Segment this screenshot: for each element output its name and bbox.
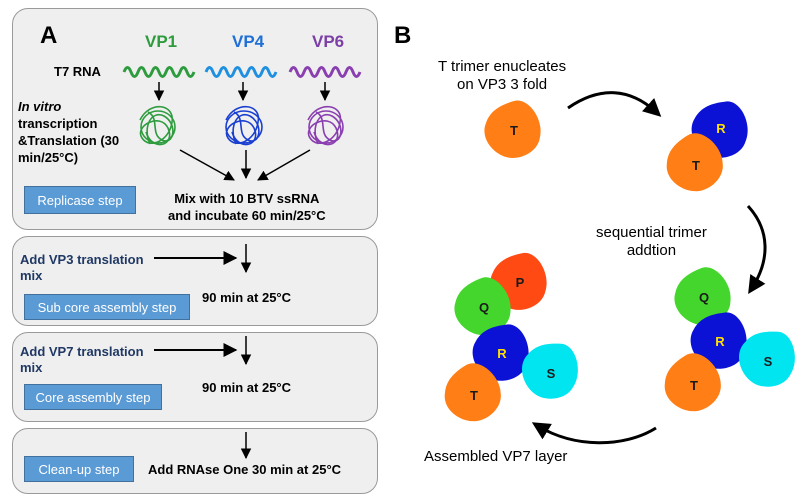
caption-enucleates-line2: on VP3 3 fold <box>457 76 548 93</box>
caption-enucleates: T trimer enucleates on VP3 3 fold <box>438 58 566 94</box>
vp4-protein-tangle <box>225 105 263 146</box>
vp1-label: VP1 <box>145 32 178 51</box>
vp1-protein-tangle <box>139 105 176 146</box>
vp6-converge-arrow <box>257 149 311 181</box>
invitro-italic: In vitro <box>18 99 62 114</box>
subcore-time: 90 min at 25°C <box>202 290 292 305</box>
stage4-label-S: S <box>546 366 556 381</box>
cleanup-time: Add RNAse One 30 min at 25°C <box>148 462 342 477</box>
add-vp3-label: Add VP3 translation mix <box>20 252 144 284</box>
stage3-label-Q: Q <box>698 290 710 305</box>
stage3-label-T: T <box>690 378 698 393</box>
core-step-button[interactable]: Core assembly step <box>24 384 162 410</box>
invitro-line2: transcription <box>18 116 98 131</box>
caption-enucleates-line1: T trimer enucleates <box>438 58 567 75</box>
mix-line2: and incubate 60 min/25°C <box>168 208 326 223</box>
stage4-label-P: P <box>515 275 525 290</box>
caption-sequential: sequential trimer addtion <box>596 224 707 260</box>
stage2-label-R: R <box>716 121 726 136</box>
add-vp7-line1: Add VP7 translation <box>20 344 144 359</box>
replicase-step-button[interactable]: Replicase step <box>24 186 136 214</box>
vp4-rna-wave <box>204 66 278 78</box>
subcore-step-button[interactable]: Sub core assembly step <box>24 294 190 320</box>
caption-assembled: Assembled VP7 layer <box>424 448 568 465</box>
caption-sequential-line1: sequential trimer <box>596 224 707 241</box>
stage3-label-R: R <box>715 334 725 349</box>
vp6-label: VP6 <box>312 32 345 51</box>
stage2-label-T: T <box>692 158 700 173</box>
vp6-protein-tangle <box>307 105 344 146</box>
caption-sequential-line2: addtion <box>626 242 677 259</box>
vp6-rna-wave <box>288 66 362 78</box>
add-vp7-line2: mix <box>20 360 43 375</box>
panel-b-letter: B <box>394 22 412 49</box>
vp1-converge-arrow <box>179 149 235 181</box>
mix-instruction: Mix with 10 BTV ssRNA and incubate 60 mi… <box>168 190 326 224</box>
vp4-label: VP4 <box>232 32 265 51</box>
stage1-label-T: T <box>510 123 518 138</box>
invitro-line4: min/25°C) <box>18 150 79 165</box>
mix-line1: Mix with 10 BTV ssRNA <box>174 191 320 206</box>
stage4-label-Q: Q <box>478 300 490 315</box>
stage3-label-S: S <box>763 354 773 369</box>
add-vp7-label: Add VP7 translation mix <box>20 344 144 376</box>
add-vp3-line2: mix <box>20 268 43 283</box>
panel-a-letter: A <box>40 22 58 49</box>
cleanup-step-button[interactable]: Clean-up step <box>24 456 134 482</box>
add-vp3-line1: Add VP3 translation <box>20 252 144 267</box>
vp1-rna-wave <box>122 66 196 78</box>
t7-rna-label: T7 RNA <box>54 64 101 79</box>
invitro-label: In vitro transcription &Translation (30 … <box>18 98 119 166</box>
stage4-label-T: T <box>470 388 478 403</box>
invitro-line3: &Translation (30 <box>18 133 120 148</box>
core-time: 90 min at 25°C <box>202 380 292 395</box>
stage4-label-R: R <box>497 346 507 361</box>
